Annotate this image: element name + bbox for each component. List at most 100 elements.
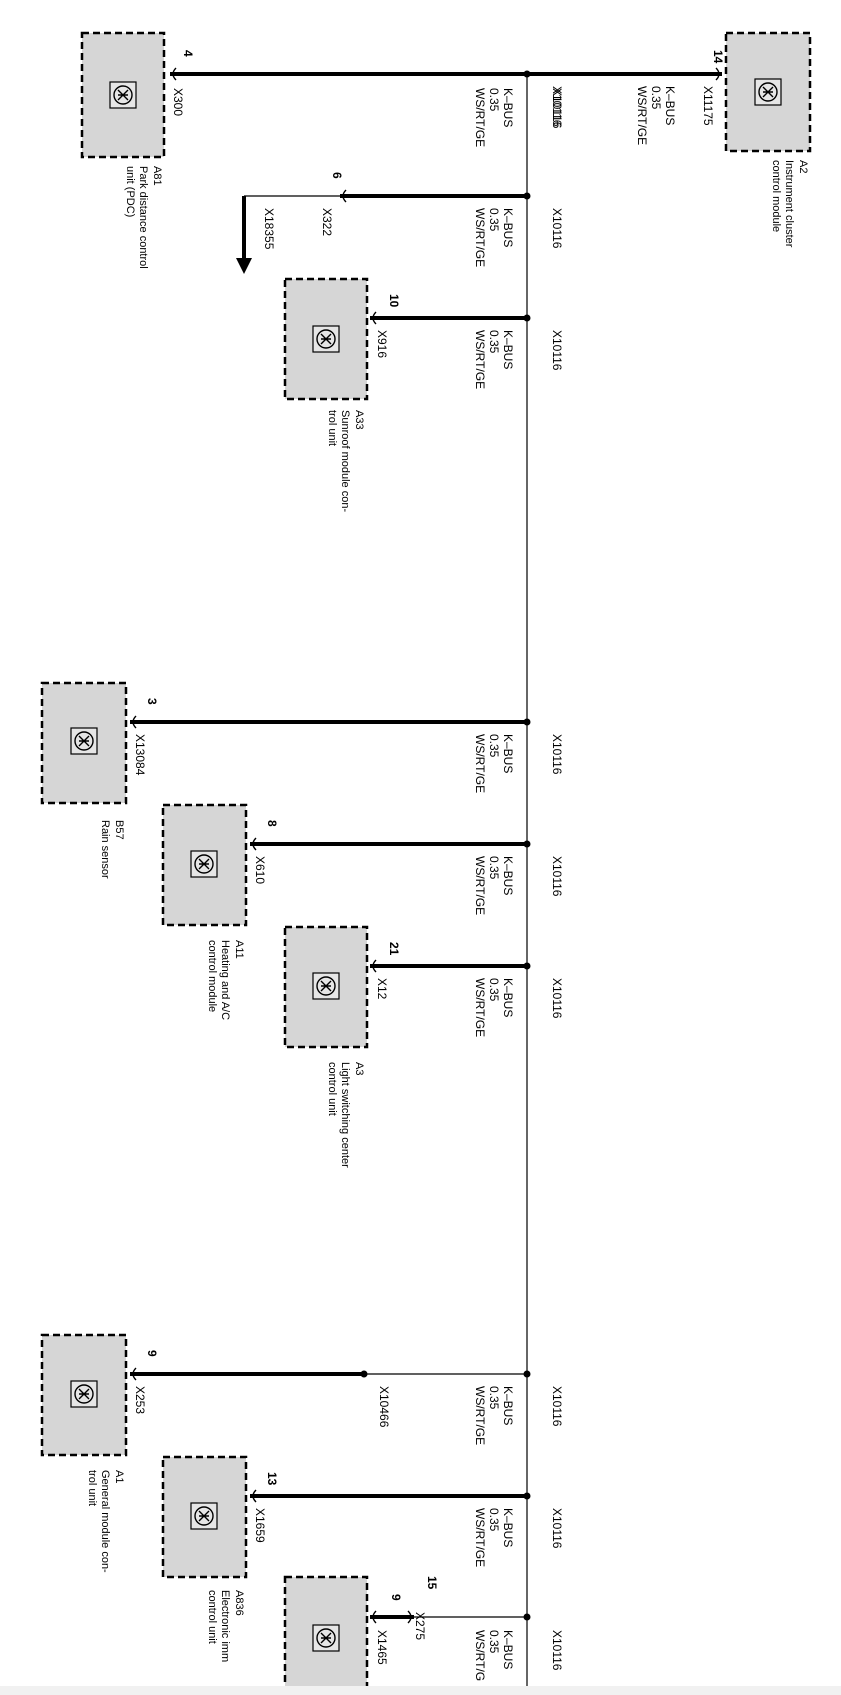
component-id: A2 bbox=[797, 160, 809, 173]
splice-dot-a33 bbox=[523, 314, 531, 322]
connector-symbol-a81 bbox=[172, 67, 177, 81]
arrow-down-icon bbox=[236, 258, 252, 274]
splice-label: X10116 bbox=[550, 734, 564, 775]
module-box-a836[interactable] bbox=[161, 1455, 248, 1579]
connector-symbol-a3 bbox=[372, 959, 377, 973]
connector-symbol-a836 bbox=[252, 1489, 257, 1503]
connector-symbol-a2 bbox=[715, 67, 720, 81]
splice-dot-partial bbox=[523, 1613, 531, 1621]
connector-symbol-branch bbox=[342, 189, 347, 203]
transceiver-icon bbox=[312, 972, 340, 1000]
module-a33: 10 X916 K–BUS 0.35 WS/RT/GE X10116 A33 S… bbox=[283, 277, 564, 512]
component-id: A33 bbox=[353, 410, 365, 430]
splice-label: X10116 bbox=[550, 1630, 564, 1671]
connector-label: X253 bbox=[133, 1386, 147, 1414]
pin-number: 14 bbox=[711, 50, 725, 64]
splice-dot-a3 bbox=[523, 962, 531, 970]
branch-x322: 6 X322 X18355 K–BUS 0.35 WS/RT/GE X10116 bbox=[236, 172, 564, 274]
transceiver-icon bbox=[190, 1502, 218, 1530]
wire-label-line: K–BUS bbox=[501, 856, 515, 895]
module-a836: 13 X1659 K–BUS 0.35 WS/RT/GE X10116 A836… bbox=[161, 1455, 564, 1662]
wire-label-line: K–BUS bbox=[663, 86, 677, 125]
connector-symbol-partial bbox=[372, 1610, 377, 1624]
wire-label-line: 0.35 bbox=[487, 330, 501, 354]
module-b57: 3 X13084 K–BUS 0.35 WS/RT/GE X10116 B57 … bbox=[40, 681, 564, 879]
transceiver-icon bbox=[754, 78, 782, 106]
component-id: A1 bbox=[113, 1470, 125, 1483]
module-a81: 4 X300 K–BUS 0.35 WS/RT/GE A81 Park dist… bbox=[80, 31, 527, 269]
wire-label-line: K–BUS bbox=[501, 88, 515, 127]
connector-symbol-a33 bbox=[372, 311, 377, 325]
splice-label: X10116 bbox=[550, 978, 564, 1019]
wire-label-line: WS/RT/G bbox=[473, 1630, 487, 1681]
component-id: A3 bbox=[353, 1062, 365, 1075]
component-id: B57 bbox=[113, 820, 125, 840]
component-id: A836 bbox=[233, 1590, 245, 1616]
wire-label-line: WS/RT/GE bbox=[473, 734, 487, 793]
module-a2: 14 X11175 K–BUS 0.35 WS/RT/GE X10116 A2 … bbox=[523, 31, 812, 248]
pin-number: 9 bbox=[389, 1594, 403, 1601]
splice-label: X10116 bbox=[550, 208, 564, 249]
pin-number: 8 bbox=[265, 820, 279, 827]
continues-to-label: X18355 bbox=[262, 208, 276, 250]
pin-number: 6 bbox=[330, 172, 344, 179]
splice-dot-b57 bbox=[523, 718, 531, 726]
inline-connector-label: X10466 bbox=[377, 1386, 391, 1428]
wire-label-line: WS/RT/GE bbox=[473, 88, 487, 147]
transceiver-icon bbox=[109, 81, 137, 109]
wire-label-line: 0.35 bbox=[487, 978, 501, 1002]
bottom-cutoff-strip bbox=[0, 1686, 841, 1695]
wire-label-line: 0.35 bbox=[487, 1630, 501, 1654]
component-name-line: trol unit bbox=[86, 1470, 98, 1506]
connector-label: X322 bbox=[320, 208, 334, 236]
wire-label-line: K–BUS bbox=[501, 734, 515, 773]
connector-label-2: X275 bbox=[413, 1612, 427, 1640]
connector-label: X11175 bbox=[701, 86, 715, 126]
wire-label-line: K–BUS bbox=[501, 1386, 515, 1425]
wire-label-line: WS/RT/GE bbox=[473, 978, 487, 1037]
wire-label-line: 0.35 bbox=[487, 88, 501, 112]
component-name-line: General module con- bbox=[99, 1470, 111, 1573]
connector-symbol-a11 bbox=[252, 837, 257, 851]
component-id: A81 bbox=[151, 166, 163, 186]
module-partial-bottom: 9 X1465 15 X275 K–BUS 0.35 WS/RT/G X1011… bbox=[283, 1575, 564, 1695]
splice-label: X10116 bbox=[550, 88, 564, 129]
component-name-line: control unit bbox=[326, 1062, 338, 1116]
module-a1: 9 X253 X10466 K–BUS 0.35 WS/RT/GE X10116… bbox=[40, 1333, 564, 1573]
component-name-line: Instrument cluster bbox=[783, 160, 795, 248]
connector-label: X1659 bbox=[253, 1508, 267, 1543]
splice-dot-a11 bbox=[523, 840, 531, 848]
splice-label: X10116 bbox=[550, 330, 564, 371]
transceiver-icon bbox=[70, 727, 98, 755]
connector-label: X12 bbox=[375, 978, 389, 1000]
wire-label-line: K–BUS bbox=[501, 978, 515, 1017]
connector-symbol-a1 bbox=[132, 1367, 137, 1381]
wire-label-line: K–BUS bbox=[501, 1630, 515, 1669]
wire-label-line: 0.35 bbox=[487, 856, 501, 880]
pin-number: 4 bbox=[181, 50, 195, 57]
pin-number: 10 bbox=[387, 294, 401, 308]
connector-symbol-partial-2 bbox=[407, 1610, 412, 1624]
connector-symbol-b57 bbox=[132, 715, 137, 729]
connector-label: X300 bbox=[171, 88, 185, 116]
connector-label: X1465 bbox=[375, 1630, 389, 1665]
component-name-line: control module bbox=[206, 940, 218, 1012]
wire-label-line: WS/RT/GE bbox=[473, 208, 487, 267]
wire-label-line: 0.35 bbox=[487, 208, 501, 232]
wire-label-line: 0.35 bbox=[487, 734, 501, 758]
wire-label-line: WS/RT/GE bbox=[473, 1386, 487, 1445]
splice-dot-branch bbox=[523, 192, 531, 200]
splice-dot-a836 bbox=[523, 1492, 531, 1500]
wire-label-line: K–BUS bbox=[501, 330, 515, 369]
splice-label: X10116 bbox=[550, 86, 564, 127]
transceiver-icon bbox=[312, 1624, 340, 1652]
component-name-line: Light switching center bbox=[339, 1062, 351, 1168]
component-name-line: trol unit bbox=[326, 410, 338, 446]
connector-label: X916 bbox=[375, 330, 389, 358]
wire-label-line: 0.35 bbox=[487, 1386, 501, 1410]
module-a11: 8 X610 K–BUS 0.35 WS/RT/GE X10116 A11 He… bbox=[161, 803, 564, 1020]
connector-label: X13084 bbox=[133, 734, 147, 776]
component-name-line: Rain sensor bbox=[99, 820, 111, 879]
splice-label: X10116 bbox=[550, 1508, 564, 1549]
